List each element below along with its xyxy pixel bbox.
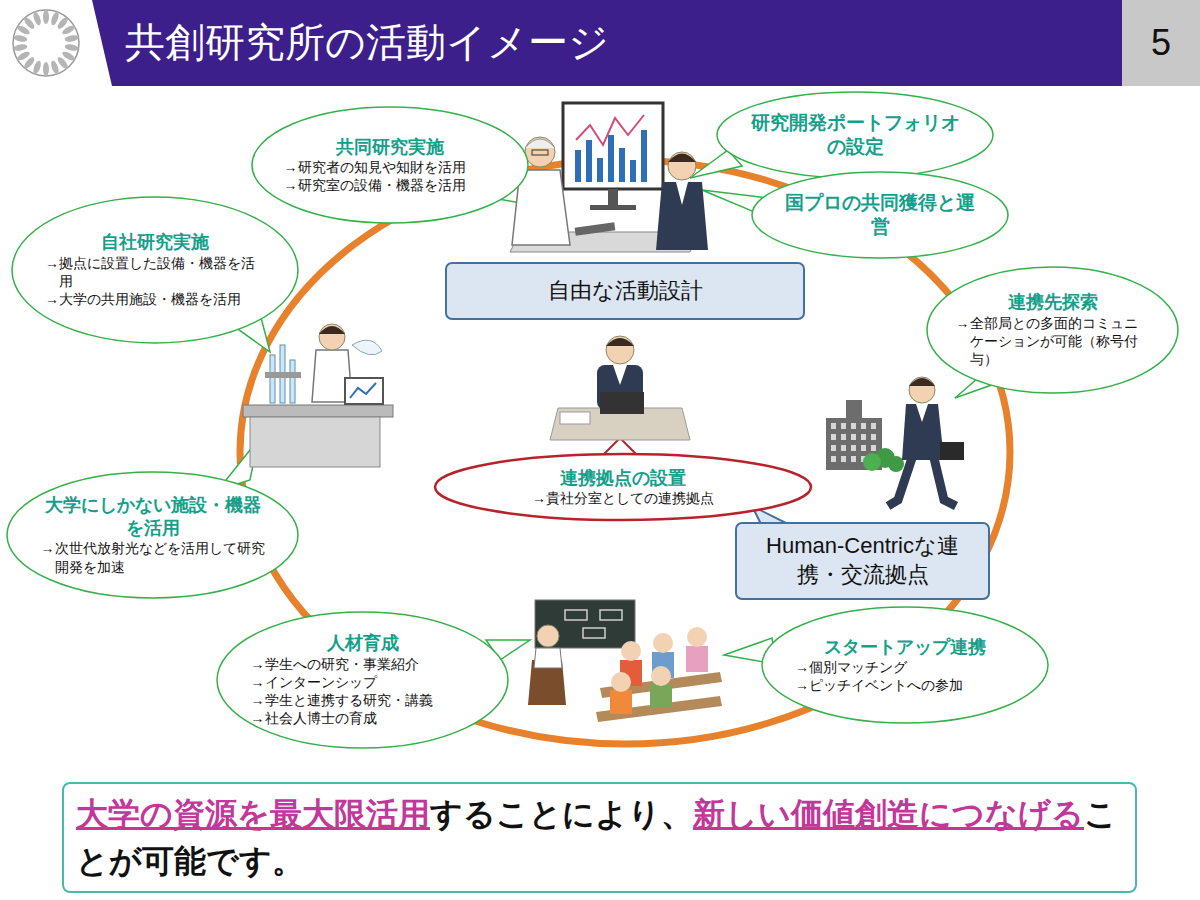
node-text: →学生と連携する研究・講義: [251, 691, 475, 709]
node-text: →学生への研究・事業紹介: [251, 655, 475, 673]
node-text: →大学の共用施設・機器を活用: [45, 290, 265, 308]
node-text: →拠点に設置した設備・機器を活用: [45, 254, 265, 290]
meeting-illustration: [510, 103, 708, 252]
speech-bubble: 研究開発ポートフォリオの設定: [715, 90, 995, 180]
highlight-text: 大学の資源を最大限活用: [76, 796, 430, 832]
node-text: →研究室の設備・機器を活用: [284, 176, 497, 194]
node-heading: Human-Centricな連携・交流拠点: [749, 532, 976, 589]
classroom-illustration: [528, 600, 722, 722]
summary-text: することにより、: [430, 796, 693, 832]
node-heading: 連携拠点の設置: [479, 467, 768, 490]
lab-illustration: [243, 324, 393, 467]
speech-bubble: 人材育成→学生への研究・事業紹介→インターンシップ→学生と連携する研究・講義→社…: [215, 610, 510, 750]
node-text: →研究者の知見や知財を活用: [284, 158, 497, 176]
node-heading: 人材育成: [251, 632, 475, 655]
speech-bubble: 共同研究実施→研究者の知見や知財を活用→研究室の設備・機器を活用: [250, 105, 530, 225]
node-heading: 連携先探索: [956, 291, 1150, 314]
node-text: →個別マッチング: [795, 658, 1015, 676]
node-text: →次世代放射光などを活用して研究開発を加速: [41, 539, 265, 575]
node-text: →貴社分室としての連携拠点: [479, 489, 768, 507]
speech-bubble: スタートアップ連携→個別マッチング→ピッチイベントへの参加: [760, 605, 1050, 725]
node-heading: 研究開発ポートフォリオの設定: [749, 111, 962, 159]
speech-bubble: 大学にしかない施設・機器を活用→次世代放射光などを活用して研究開発を加速: [5, 470, 300, 600]
office-worker-illustration: [550, 336, 690, 440]
page-box: [1122, 0, 1200, 86]
summary-box: 大学の資源を最大限活用することにより、新しい価値創造につなげることが可能です。: [62, 782, 1137, 893]
callout-ellipse: 連携拠点の設置→貴社分室としての連携拠点: [433, 452, 813, 522]
node-heading: 自社研究実施: [45, 231, 265, 254]
title-band: [92, 0, 1122, 86]
bubble-tails: [218, 150, 1000, 664]
logo-wreath: [13, 10, 79, 76]
node-heading: 国プロの共同獲得と運営: [781, 191, 979, 239]
node-heading: 大学にしかない施設・機器を活用: [41, 494, 265, 539]
speech-bubble: 国プロの共同獲得と運営: [750, 170, 1010, 260]
bubble-outline: [715, 90, 995, 180]
campus-illustration: [826, 400, 904, 472]
node-text: →インターンシップ: [251, 673, 475, 691]
highlight-text: 新しい価値創造につなげる: [693, 796, 1084, 832]
businessman-illustration: [888, 377, 964, 506]
node-heading: 自由な活動設計: [459, 277, 791, 306]
node-heading: 共同研究実施: [284, 136, 497, 159]
speech-bubble: 自社研究実施→拠点に設置した設備・機器を活用→大学の共用施設・機器を活用: [10, 195, 300, 345]
page-number: 5: [1122, 0, 1200, 86]
node-text: →ピッチイベントへの参加: [795, 676, 1015, 694]
node-heading: スタートアップ連携: [795, 636, 1015, 659]
node-text: →社会人博士の育成: [251, 709, 475, 727]
node-text: →全部局との多面的コミュニケーションが可能（称号付与）: [956, 314, 1150, 369]
info-box: 自由な活動設計: [445, 262, 805, 320]
slide-title: 共創研究所の活動イメージ: [125, 12, 609, 72]
info-box: Human-Centricな連携・交流拠点: [735, 522, 990, 600]
speech-bubble: 連携先探索→全部局との多面的コミュニケーションが可能（称号付与）: [925, 265, 1180, 395]
bubble-outline: [750, 170, 1010, 260]
